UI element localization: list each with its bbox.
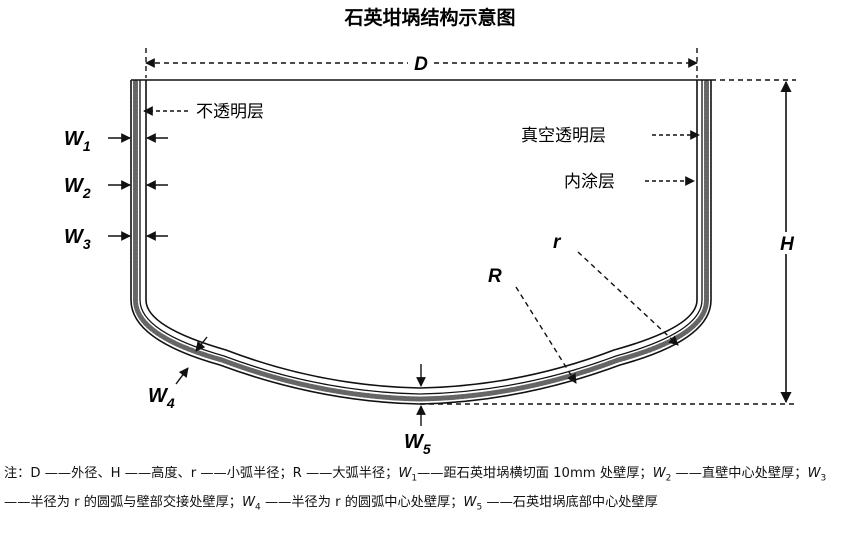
note-seg-7: W bbox=[242, 494, 256, 510]
small-radius-callout: r bbox=[553, 232, 679, 346]
note-seg-3: W bbox=[652, 466, 666, 481]
diagram-note: 注：D ——外径、H ——高度、r ——小弧半径；R ——大弧半径；W1——距石… bbox=[4, 462, 855, 519]
w2-mark: W2 bbox=[64, 175, 168, 201]
svg-text:W5: W5 bbox=[404, 431, 431, 457]
svg-text:W1: W1 bbox=[64, 128, 91, 154]
w5-letter: W bbox=[404, 431, 425, 453]
note-sub-7: 4 bbox=[255, 502, 261, 513]
w3-mark: W3 bbox=[64, 226, 168, 252]
note-sub-1: 1 bbox=[411, 473, 418, 484]
diagram-title: 石英坩埚结构示意图 bbox=[343, 6, 515, 29]
label-h: H bbox=[780, 234, 795, 255]
note-seg-6: ——半径为 r 的圆弧与壁部交接处壁厚； bbox=[4, 494, 242, 510]
note-seg-8: ——半径为 r 的圆弧中心处壁厚； bbox=[260, 494, 464, 510]
w3-letter: W bbox=[64, 226, 85, 248]
dimension-d: D bbox=[145, 48, 698, 78]
note-sub-9: 5 bbox=[476, 502, 483, 513]
w4-sub: 4 bbox=[166, 395, 175, 411]
note-sub-5: 3 bbox=[820, 473, 827, 484]
label-vacuum-clear-layer: 真空透明层 bbox=[521, 126, 606, 146]
svg-text:W2: W2 bbox=[64, 175, 91, 201]
note-prefix: 注： bbox=[4, 466, 31, 481]
note-seg-10: ——石英坩埚底部中心处壁厚 bbox=[482, 494, 658, 510]
note-seg-0: D ——外径、H ——高度、r ——小弧半径；R ——大弧半径； bbox=[30, 466, 399, 481]
vacuum-clear-layer-callout: 真空透明层 bbox=[521, 126, 700, 146]
large-radius-callout: R bbox=[488, 266, 577, 384]
note-sub-3: 2 bbox=[665, 473, 672, 484]
label-d: D bbox=[414, 54, 428, 75]
w4-letter: W bbox=[148, 385, 169, 407]
w2-letter: W bbox=[64, 175, 85, 197]
w5-mark: W5 bbox=[404, 364, 431, 457]
w1-letter: W bbox=[64, 128, 85, 150]
crucible-body bbox=[130, 79, 712, 405]
w2-sub: 2 bbox=[82, 185, 91, 201]
w1-sub: 1 bbox=[83, 138, 91, 154]
label-inner-coating: 内涂层 bbox=[564, 172, 615, 192]
note-seg-5: W bbox=[807, 466, 821, 481]
opaque-layer-callout: 不透明层 bbox=[143, 102, 264, 122]
label-opaque-layer: 不透明层 bbox=[196, 102, 264, 122]
inner-coating-callout: 内涂层 bbox=[564, 172, 695, 192]
note-seg-2: ——距石英坩埚横切面 10mm 处壁厚； bbox=[417, 466, 653, 481]
label-r: r bbox=[553, 232, 562, 253]
note-seg-9: W bbox=[463, 494, 477, 510]
svg-text:W3: W3 bbox=[64, 226, 91, 252]
note-seg-4: ——直壁中心处壁厚； bbox=[671, 466, 808, 481]
label-R: R bbox=[488, 266, 502, 287]
note-seg-1: W bbox=[398, 466, 412, 481]
w1-mark: W1 bbox=[64, 128, 168, 154]
w4-mark: W4 bbox=[148, 336, 208, 411]
w5-sub: 5 bbox=[423, 441, 431, 457]
svg-text:W4: W4 bbox=[148, 385, 175, 411]
w3-sub: 3 bbox=[83, 236, 91, 252]
dimension-h: H bbox=[420, 79, 799, 405]
